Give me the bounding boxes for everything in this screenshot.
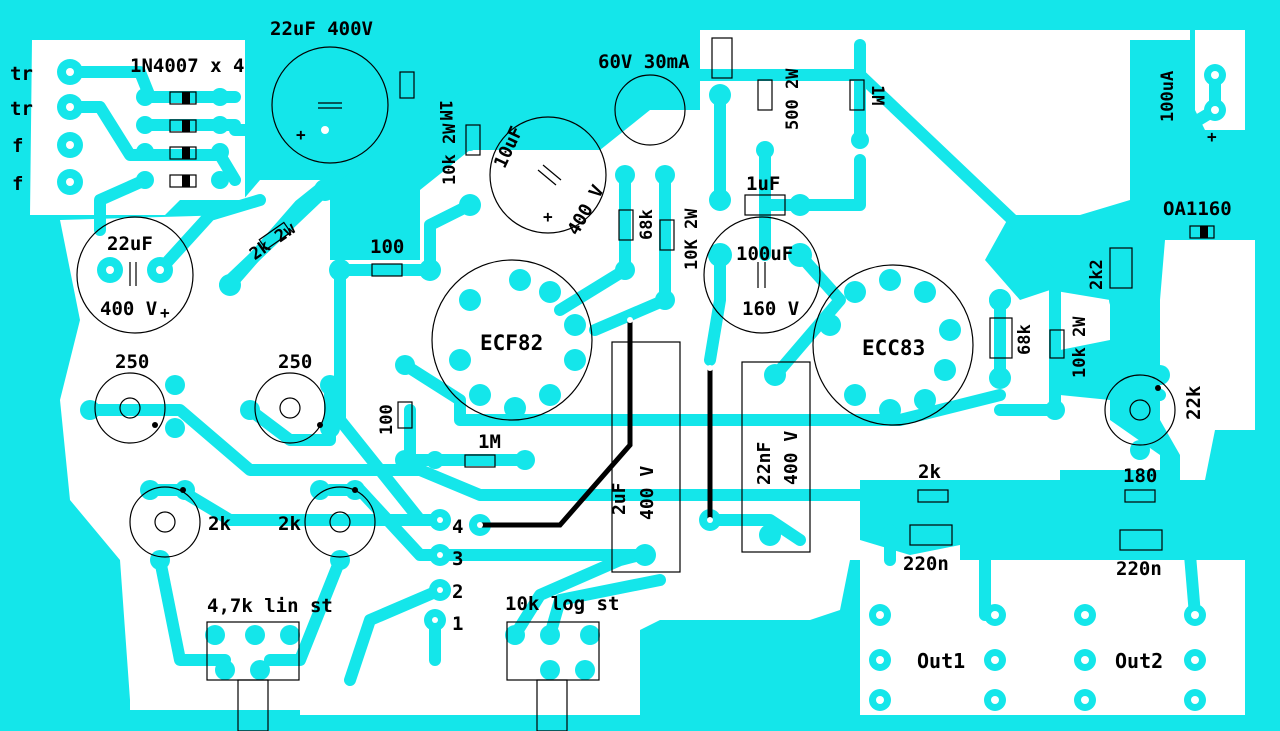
- label-tube1: ECF82: [480, 331, 543, 355]
- cap-22uf-top-outline: [271, 46, 389, 164]
- label-tube2: ECC83: [862, 336, 925, 360]
- label-r-180: 180: [1123, 465, 1157, 487]
- label-c-22uf: 22uF: [107, 233, 153, 255]
- label-c-22uf-v: 400 V: [100, 298, 157, 320]
- cap-10uf-outline: [489, 116, 607, 234]
- label-r-1m-top: 1M: [435, 100, 455, 120]
- cap-100uf-outline: [703, 216, 821, 334]
- label-pot-22k: 22k: [1183, 385, 1205, 420]
- cap-22uf-left-outline: [76, 216, 194, 334]
- jumper-ends: [477, 317, 713, 528]
- tube-ecf82-outline: [431, 259, 593, 421]
- label-out2: Out2: [1115, 649, 1163, 673]
- label-c-100uf: 100uF: [736, 243, 793, 265]
- label-r-68k-a: 68k: [637, 209, 657, 240]
- label-c-22nf-v: 400 V: [781, 431, 802, 485]
- label-c-100uf-v: 160 V: [742, 298, 799, 320]
- label-c-1uf: 1uF: [746, 173, 780, 195]
- label-zener: 60V 30mA: [598, 51, 690, 73]
- label-tr1: tr: [10, 63, 33, 85]
- label-plus2: +: [543, 207, 553, 226]
- label-r-10k2w-b: 10K 2W: [682, 208, 702, 270]
- label-r-100a: 100: [370, 236, 404, 258]
- label-n1: 1: [452, 613, 463, 635]
- zener-outline: [614, 74, 686, 146]
- label-out1: Out1: [917, 649, 965, 673]
- label-pot-2k-a: 2k: [208, 513, 231, 535]
- label-c-2uf: 2uF: [609, 482, 630, 515]
- label-r-500: 500 2W: [783, 68, 803, 130]
- label-r-10k2w-a: 10k 2W: [440, 123, 460, 185]
- label-r-100b: 100: [377, 404, 397, 435]
- label-c-220n-b: 220n: [1116, 558, 1162, 580]
- label-plus4: +: [1207, 127, 1217, 146]
- label-r-2k: 2k: [918, 461, 941, 483]
- label-r-10k2w-c: 10k 2W: [1070, 316, 1090, 378]
- label-bridge: 1N4007 x 4: [130, 55, 244, 77]
- label-f2: f: [12, 173, 23, 195]
- tube-ecc83-outline: [812, 264, 974, 426]
- label-plus3: +: [160, 303, 170, 322]
- label-pot-250a: 250: [115, 351, 149, 373]
- label-n2: 2: [452, 581, 463, 603]
- label-pot-250b: 250: [278, 351, 312, 373]
- label-r-1m-b: 1M: [867, 85, 887, 105]
- solder-pads: [57, 59, 1226, 711]
- label-pot-10k: 10k log st: [505, 593, 619, 615]
- label-r-1m-c: 1M: [478, 431, 501, 453]
- label-r-2k2: 2k2: [1087, 259, 1107, 290]
- label-pot-2k-b: 2k: [278, 513, 301, 535]
- label-c-2uf-v: 400 V: [637, 466, 658, 520]
- label-plus1: +: [296, 125, 306, 144]
- label-n4: 4: [452, 516, 463, 538]
- label-n3: 3: [452, 548, 463, 570]
- silkscreen: [76, 37, 1215, 731]
- label-r-68k-b: 68k: [1015, 324, 1035, 355]
- diode-bands: [152, 92, 1208, 493]
- label-f1: f: [12, 135, 23, 157]
- label-tr2: tr: [10, 98, 33, 120]
- label-c-220n-a: 220n: [903, 553, 949, 575]
- label-cap-top: 22uF 400V: [270, 18, 373, 40]
- label-pot-47k: 4,7k lin st: [207, 595, 333, 617]
- label-c-22nf: 22nF: [754, 442, 775, 485]
- label-meter: 100uA: [1158, 71, 1178, 122]
- jumper-wires: [477, 317, 713, 528]
- label-diode: OA1160: [1163, 198, 1232, 220]
